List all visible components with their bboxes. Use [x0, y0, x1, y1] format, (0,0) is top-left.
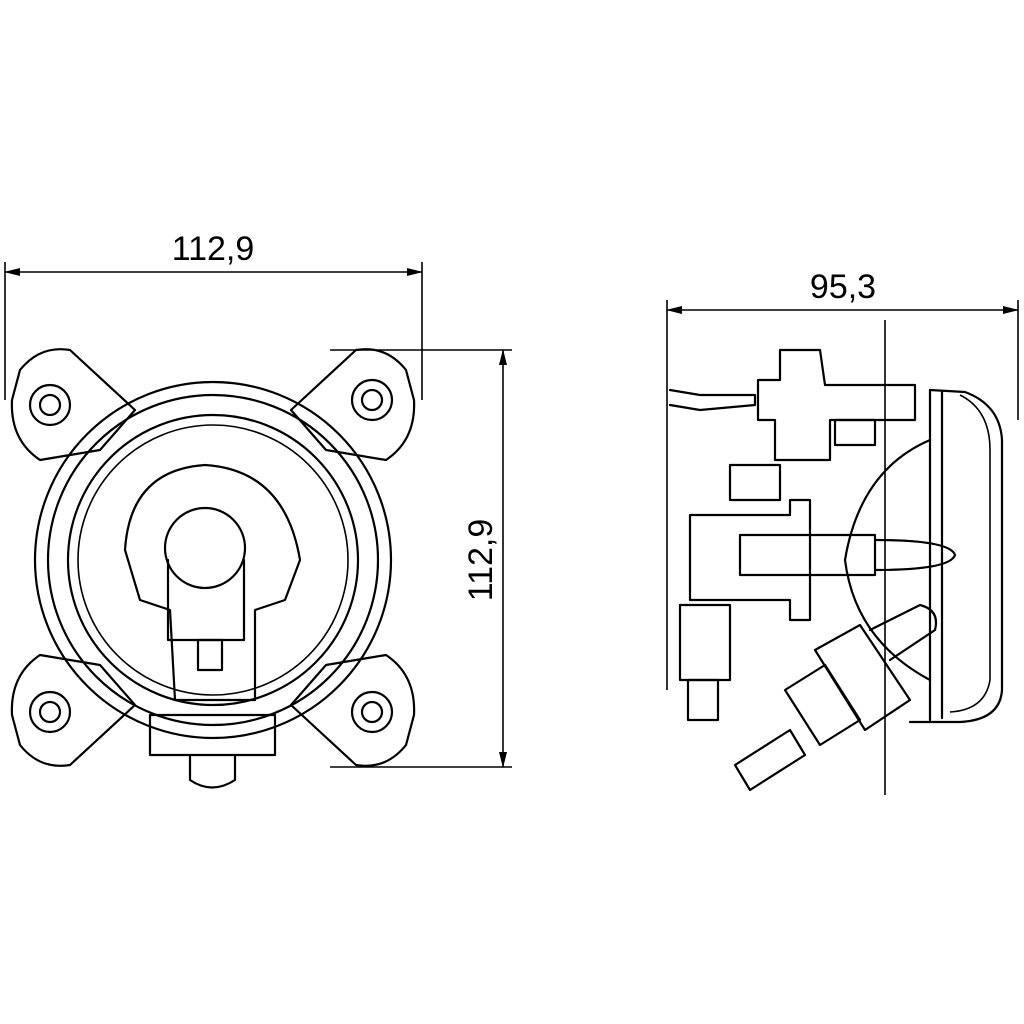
- front-height-label: 112,9: [462, 519, 500, 602]
- front-height-dimension: 112,9: [330, 349, 512, 768]
- mounting-ears: [10, 348, 416, 767]
- front-width-label: 112,9: [172, 230, 255, 268]
- side-view: 95,3: [666, 268, 1019, 795]
- side-depth-dimension: 95,3: [666, 268, 1019, 690]
- housing-outer: [33, 380, 393, 740]
- lens: [908, 388, 1004, 724]
- side-depth-label: 95,3: [810, 268, 876, 306]
- reflector: [843, 438, 932, 682]
- bulb-socket: [123, 463, 302, 789]
- bulb: [688, 463, 957, 622]
- front-width-dimension: 112,9: [4, 230, 423, 400]
- connector: [733, 603, 938, 792]
- front-view: 112,9 112,9: [4, 230, 512, 789]
